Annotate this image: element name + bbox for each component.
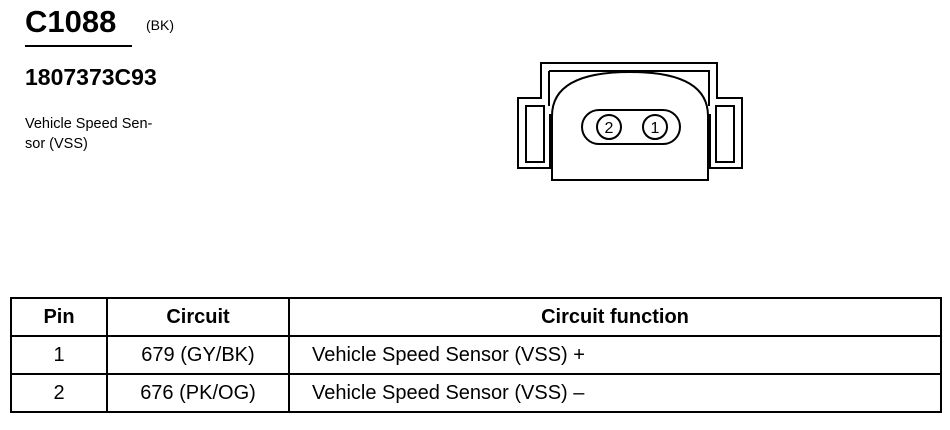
table-row: 2 676 (PK/OG) Vehicle Speed Sensor (VSS)… bbox=[10, 373, 942, 413]
pin-label-1: 1 bbox=[651, 120, 660, 137]
cell-circuit: 676 (PK/OG) bbox=[106, 373, 290, 413]
cell-circuit-function: Vehicle Speed Sensor (VSS) – bbox=[288, 373, 942, 413]
header-circuit: Circuit bbox=[106, 297, 290, 337]
table-header-row: Pin Circuit Circuit function bbox=[10, 297, 942, 337]
description-line-1: Vehicle Speed Sen- bbox=[25, 116, 153, 132]
pin-circuit-table: Pin Circuit Circuit function 1 679 (GY/B… bbox=[10, 297, 942, 413]
header-pin: Pin bbox=[10, 297, 108, 337]
cell-circuit-function: Vehicle Speed Sensor (VSS) + bbox=[288, 335, 942, 375]
cell-pin: 2 bbox=[10, 373, 108, 413]
cell-pin: 1 bbox=[10, 335, 108, 375]
connector-color-code: (BK) bbox=[146, 17, 174, 33]
description-line-2: sor (VSS) bbox=[25, 136, 88, 152]
connector-id: C1088 bbox=[25, 4, 117, 39]
connector-description: Vehicle Speed Sen- sor (VSS) bbox=[25, 114, 205, 154]
table-row: 1 679 (GY/BK) Vehicle Speed Sensor (VSS)… bbox=[10, 335, 942, 375]
terminal-slot bbox=[581, 109, 681, 145]
pin-label-2: 2 bbox=[605, 120, 614, 137]
header-circuit-function: Circuit function bbox=[288, 297, 942, 337]
locking-tab-right bbox=[715, 105, 735, 163]
pin-cavity-1 bbox=[642, 114, 668, 140]
part-number: 1807373C93 bbox=[25, 64, 157, 90]
pin-cavity-2 bbox=[596, 114, 622, 140]
connector-shroud-inner bbox=[549, 70, 710, 106]
connector-id-underline bbox=[25, 45, 132, 47]
connector-face-diagram: 2 1 bbox=[517, 62, 743, 181]
locking-tab-left bbox=[525, 105, 545, 163]
connector-shroud-outline bbox=[517, 62, 743, 169]
connector-body bbox=[551, 70, 709, 181]
cell-circuit: 679 (GY/BK) bbox=[106, 335, 290, 375]
